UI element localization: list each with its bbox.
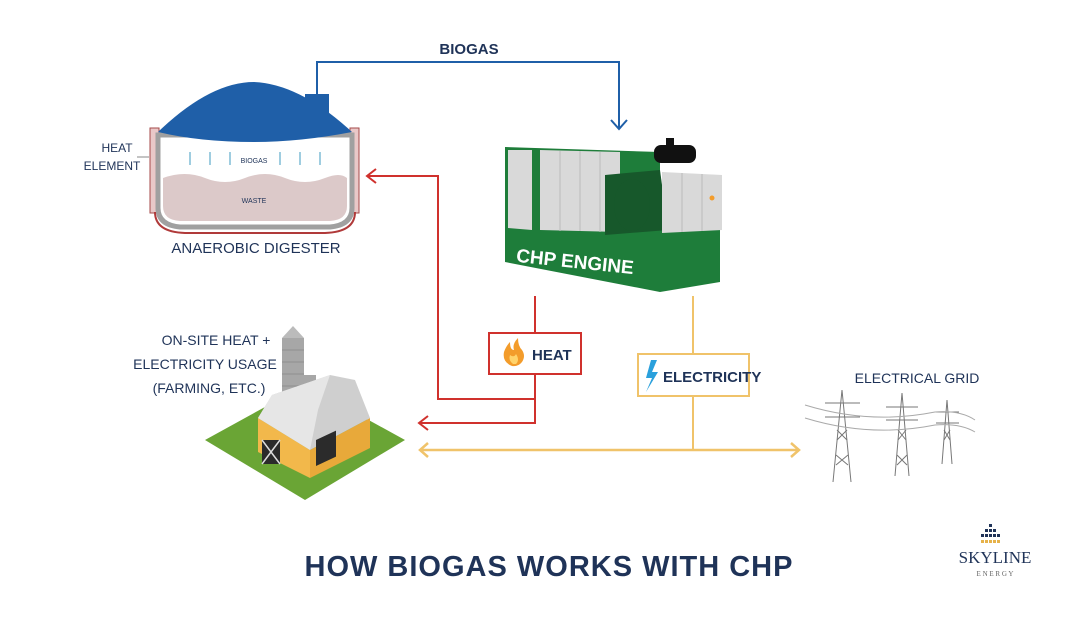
skyline-logo: SKYLINE E N E R G Y — [959, 524, 1032, 578]
lightning-icon — [646, 360, 658, 392]
electricity-flow-lines — [418, 296, 801, 458]
electricity-box: ELECTRICITY — [637, 353, 761, 397]
pylon-3 — [936, 399, 959, 465]
anaerobic-digester: BIOGAS WASTE — [149, 82, 360, 234]
farm-label-line2: ELECTRICITY USAGE — [133, 356, 277, 372]
biogas-flow-line — [316, 61, 628, 131]
logo-sub: E N E R G Y — [977, 570, 1014, 578]
digester-label: ANAEROBIC DIGESTER — [171, 240, 340, 257]
pylon-2 — [886, 392, 918, 477]
biogas-flow-label: BIOGAS — [439, 41, 498, 58]
logo-name: SKYLINE — [959, 548, 1032, 567]
page-title: HOW BIOGAS WORKS WITH CHP — [305, 551, 794, 583]
engine-muffler — [654, 145, 696, 163]
pylon-1 — [825, 389, 860, 483]
chp-engine: CHP ENGINE — [505, 138, 722, 292]
farm-label-line3: (FARMING, ETC.) — [153, 380, 266, 396]
farm-label-line1: ON-SITE HEAT + — [162, 332, 271, 348]
farm — [205, 326, 405, 500]
heat-flow-lines — [365, 168, 536, 431]
electricity-label: ELECTRICITY — [663, 369, 761, 386]
electrical-grid — [804, 389, 976, 483]
heat-label: HEAT — [532, 347, 572, 364]
digester-waste-label: WASTE — [242, 198, 267, 205]
barn — [258, 418, 310, 478]
heat-element-label-line2: ELEMENT — [84, 159, 141, 173]
heat-box: HEAT — [488, 332, 582, 375]
digester-biogas-label: BIOGAS — [241, 158, 268, 165]
grid-label: ELECTRICAL GRID — [855, 370, 980, 386]
gas-outlet — [305, 94, 329, 116]
flame-icon — [503, 338, 524, 367]
heat-element-label-line1: HEAT — [101, 141, 133, 155]
